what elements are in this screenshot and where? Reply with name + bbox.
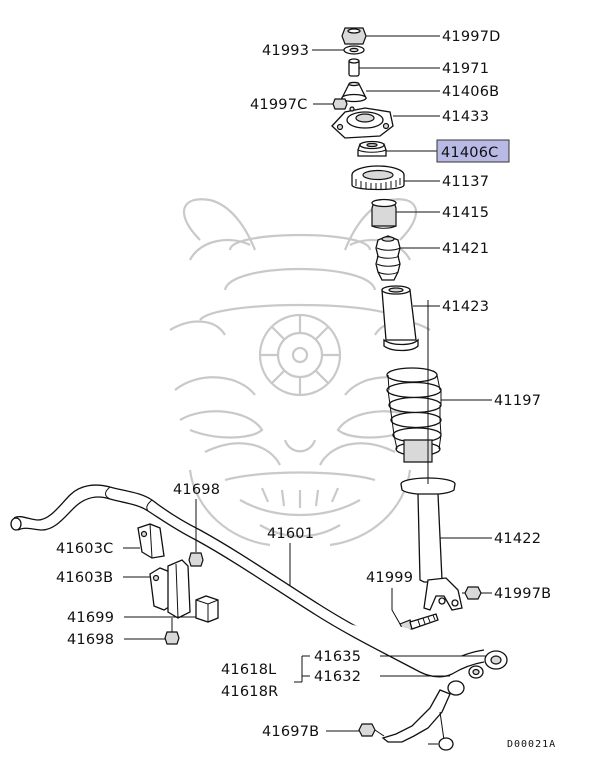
callout-41433[interactable]: 41433 — [442, 109, 489, 125]
strut-mount-41433-part — [331, 106, 394, 139]
callout-41997b[interactable]: 41997B — [494, 586, 551, 602]
washer-41993-part — [343, 45, 365, 55]
bracket-41603b-part — [149, 559, 191, 619]
coil-spring-41197-part — [386, 367, 442, 463]
shock-absorber-41422-part — [400, 300, 463, 611]
nut-41997b-part — [462, 586, 482, 600]
callout-41618l[interactable]: 41618L — [221, 662, 276, 678]
callout-labels: 41997D 41993 41971 41406B 41997C 41433 4… — [56, 29, 556, 750]
collar-41971-part — [348, 58, 360, 77]
callout-41406c[interactable]: 41406C — [441, 145, 498, 161]
bolt-41698-upper-part — [188, 508, 204, 567]
callout-41699[interactable]: 41699 — [67, 610, 114, 626]
callout-41423[interactable]: 41423 — [442, 299, 489, 315]
watermark-emblem — [169, 198, 431, 547]
callout-41997d[interactable]: 41997D — [442, 29, 501, 45]
bushing-41406c-part — [357, 140, 387, 157]
bump-seat-41415-part — [371, 198, 397, 229]
callout-41137[interactable]: 41137 — [442, 174, 489, 190]
stabilizer-link-41618-part — [381, 680, 465, 751]
drawing-code: D00021A — [507, 739, 556, 750]
washer-41632-part — [468, 665, 484, 679]
bump-stopper-41421-part — [375, 235, 401, 281]
callout-41415[interactable]: 41415 — [442, 205, 489, 221]
callout-41999[interactable]: 41999 — [366, 570, 413, 586]
callout-41406b[interactable]: 41406B — [442, 84, 499, 100]
callout-41197[interactable]: 41197 — [494, 393, 541, 409]
callout-41603c[interactable]: 41603C — [56, 541, 113, 557]
bearing-41137-part — [351, 165, 405, 191]
highlight-box — [436, 139, 510, 163]
callout-41421[interactable]: 41421 — [442, 241, 489, 257]
bushing-41699-part — [195, 595, 219, 623]
callout-41698-lower[interactable]: 41698 — [67, 632, 114, 648]
dust-cover-41423-part — [381, 285, 419, 352]
callout-41698-upper[interactable]: 41698 — [173, 482, 220, 498]
bushing-41635-part — [484, 650, 508, 670]
callout-41993[interactable]: 41993 — [262, 43, 309, 59]
bushing-41406b-part — [340, 81, 368, 103]
nut-41697b-part — [358, 723, 385, 737]
callout-41422[interactable]: 41422 — [494, 531, 541, 547]
callout-41632[interactable]: 41632 — [314, 669, 361, 685]
bolt-41698-lower-part — [164, 618, 180, 645]
callout-41971[interactable]: 41971 — [442, 61, 489, 77]
bolt-41999-part — [399, 613, 439, 633]
callout-41603b[interactable]: 41603B — [56, 570, 113, 586]
leader-lines — [123, 35, 492, 732]
callout-41601[interactable]: 41601 — [267, 526, 314, 542]
callout-41618r[interactable]: 41618R — [221, 684, 278, 700]
bracket-41603c-part — [137, 523, 165, 559]
callout-41997c[interactable]: 41997C — [250, 97, 307, 113]
callout-41697b[interactable]: 41697B — [262, 724, 319, 740]
nut-41997c-part — [332, 98, 348, 110]
callout-41635[interactable]: 41635 — [314, 649, 361, 665]
nut-41997d-part — [341, 27, 367, 45]
